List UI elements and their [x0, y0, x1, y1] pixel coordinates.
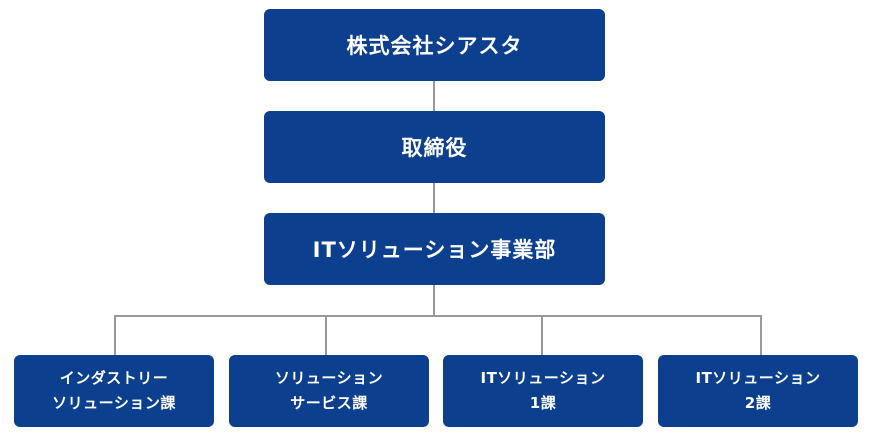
company-name: 株式会社シアスタ — [346, 34, 523, 58]
connector-bus-section-3 — [541, 315, 543, 355]
section-label-line1: ITソリューション — [695, 369, 821, 387]
connector-bus-section-2 — [325, 315, 327, 355]
section-label-line1: ソリューション — [274, 369, 384, 387]
company-node: 株式会社シアスタ — [264, 9, 605, 81]
section-label-line2: 1課 — [529, 394, 557, 412]
connector-bus — [114, 315, 762, 317]
section-label-line2: サービス課 — [290, 394, 368, 412]
section-node-industry-solution: インダストリー ソリューション課 — [14, 355, 214, 427]
section-node-solution-service: ソリューション サービス課 — [229, 355, 429, 427]
connector-bus-section-4 — [760, 315, 762, 355]
section-node-it-solution-2: ITソリューション 2課 — [658, 355, 858, 427]
section-label-line2: ソリューション課 — [52, 394, 176, 412]
connector-division-bus — [433, 285, 435, 317]
board-label: 取締役 — [401, 136, 468, 160]
connector-bus-section-1 — [114, 315, 116, 355]
connector-board-division — [433, 183, 435, 214]
connector-company-board — [433, 80, 435, 112]
board-node: 取締役 — [264, 111, 605, 183]
division-label: ITソリューション事業部 — [312, 238, 557, 262]
division-node: ITソリューション事業部 — [264, 213, 605, 285]
section-node-it-solution-1: ITソリューション 1課 — [443, 355, 643, 427]
section-label-line1: ITソリューション — [480, 369, 606, 387]
section-label-line2: 2課 — [744, 394, 772, 412]
section-label-line1: インダストリー — [59, 369, 169, 387]
